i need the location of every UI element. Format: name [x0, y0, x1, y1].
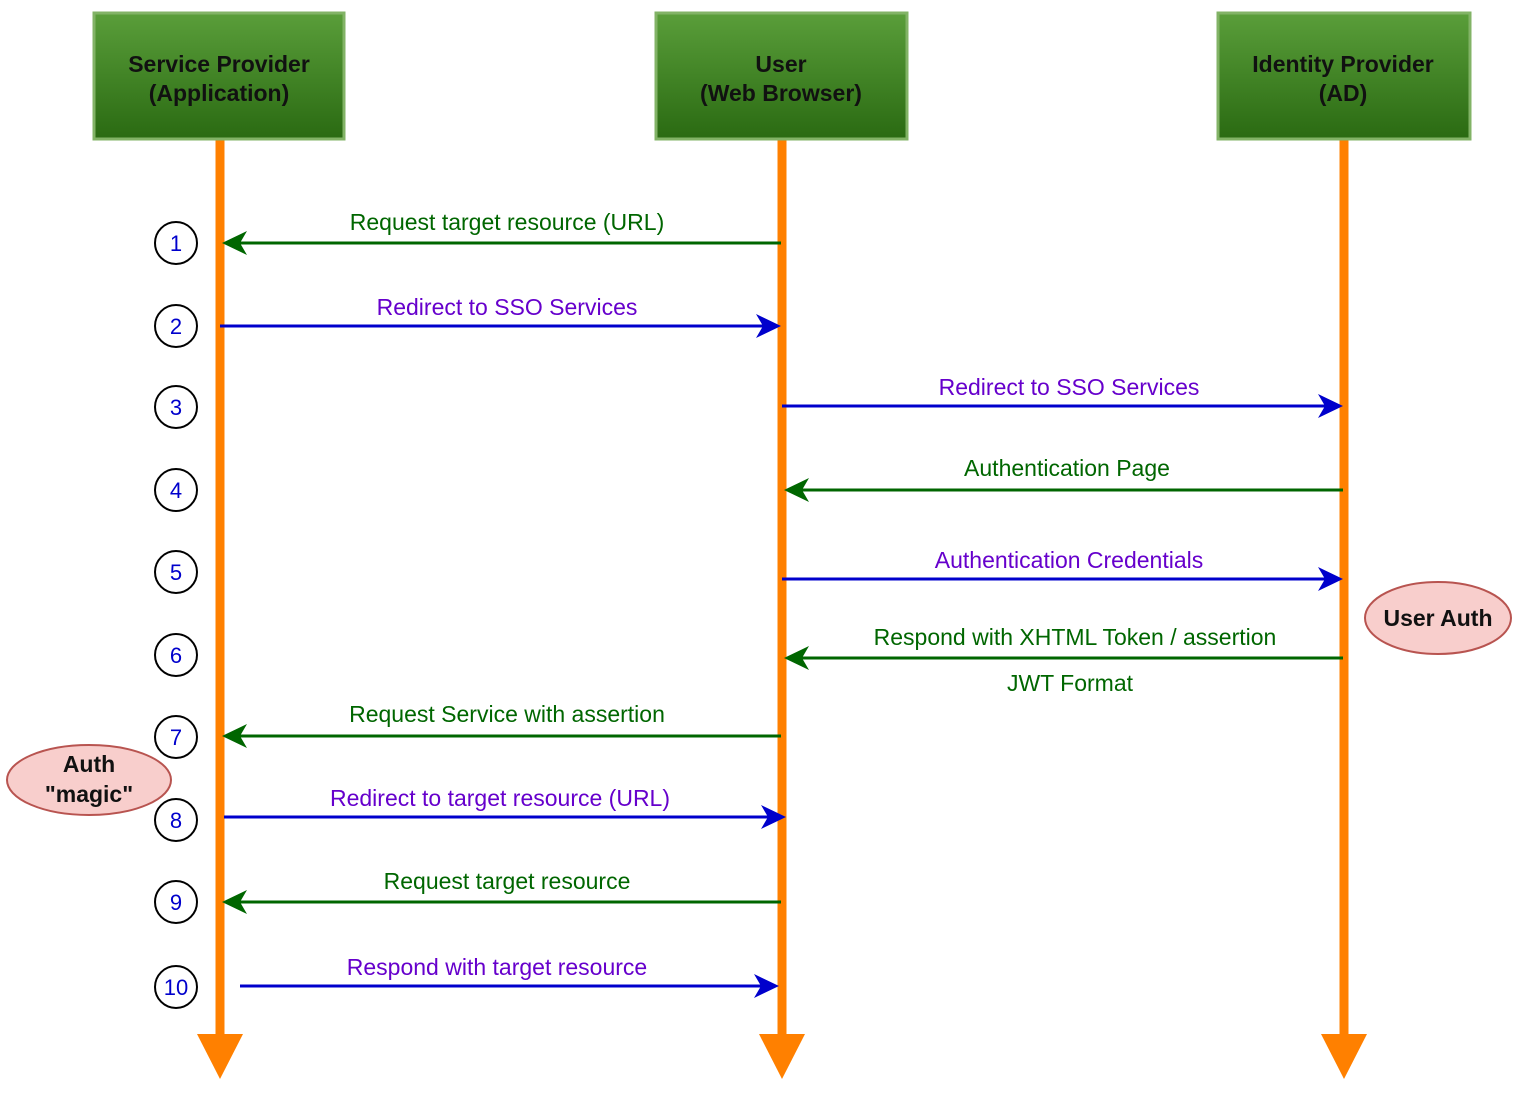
actor-subtitle: (Application) [149, 80, 290, 106]
arrowhead [761, 805, 786, 829]
actor-identity-provider: Identity Provider (AD) [1216, 11, 1472, 141]
step-number: 4 [170, 478, 182, 503]
step-2: 2 Redirect to SSO Services [154, 294, 781, 348]
step-number-badge [154, 965, 198, 1009]
actor-title: Service Provider [128, 51, 310, 77]
message-label: Authentication Credentials [935, 547, 1204, 573]
step-number-badge [154, 385, 198, 429]
step-number: 1 [170, 231, 182, 256]
actor-subtitle: (AD) [1319, 80, 1368, 106]
message-label: Redirect to SSO Services [377, 294, 638, 320]
arrowhead [754, 974, 779, 998]
note-auth-magic: Auth "magic" [6, 744, 172, 816]
step-number: 10 [164, 975, 188, 1000]
step-number-badge [154, 798, 198, 842]
step-number: 9 [170, 890, 182, 915]
step-number: 2 [170, 314, 182, 339]
step-number: 3 [170, 395, 182, 420]
step-number-badge [154, 550, 198, 594]
arrowhead [222, 724, 247, 748]
step-number: 6 [170, 643, 182, 668]
actor-title: User [755, 51, 806, 77]
step-number: 7 [170, 725, 182, 750]
actor-service-provider: Service Provider (Application) [92, 11, 346, 141]
actor-title: Identity Provider [1252, 51, 1434, 77]
step-number: 8 [170, 808, 182, 833]
message-label: Redirect to target resource (URL) [330, 785, 670, 811]
step-5: 5 Authentication Credentials [154, 547, 1343, 594]
note-user-auth: User Auth [1364, 581, 1512, 655]
step-number-badge [154, 304, 198, 348]
arrowhead [784, 478, 809, 502]
message-label: Respond with XHTML Token / assertion [874, 624, 1277, 650]
step-number-badge [154, 468, 198, 512]
step-number: 5 [170, 560, 182, 585]
message-label: Redirect to SSO Services [939, 374, 1200, 400]
arrowhead [222, 890, 247, 914]
step-number-badge [154, 715, 198, 759]
step-4: 4 Authentication Page [154, 455, 1343, 512]
note-line: "magic" [45, 781, 133, 807]
step-6: 6 Respond with XHTML Token / assertion J… [154, 624, 1343, 696]
step-8: 8 Redirect to target resource (URL) [154, 785, 786, 842]
lifeline-identity-provider [1321, 140, 1367, 1079]
arrowhead [756, 314, 781, 338]
lifeline-service-provider [197, 140, 243, 1079]
message-label: Request Service with assertion [349, 701, 665, 727]
note-line: User Auth [1383, 605, 1492, 631]
actor-subtitle: (Web Browser) [700, 80, 862, 106]
step-7: 7 Request Service with assertion [154, 701, 781, 759]
arrowhead [1318, 394, 1343, 418]
arrowhead [1318, 567, 1343, 591]
step-number-badge [154, 880, 198, 924]
message-sublabel: JWT Format [1007, 670, 1134, 696]
step-3: 3 Redirect to SSO Services [154, 374, 1343, 429]
step-number-badge [154, 633, 198, 677]
message-label: Authentication Page [964, 455, 1170, 481]
actor-user: User (Web Browser) [654, 11, 909, 141]
message-label: Request target resource [384, 868, 631, 894]
note-line: Auth [63, 751, 115, 777]
step-number-badge [154, 221, 198, 265]
arrowhead [222, 231, 247, 255]
arrowhead [784, 646, 809, 670]
message-label: Request target resource (URL) [350, 209, 664, 235]
step-10: 10 Respond with target resource [154, 954, 779, 1009]
step-9: 9 Request target resource [154, 868, 781, 924]
lifeline-user [759, 140, 805, 1079]
step-1: 1 Request target resource (URL) [154, 209, 781, 265]
message-label: Respond with target resource [347, 954, 647, 980]
